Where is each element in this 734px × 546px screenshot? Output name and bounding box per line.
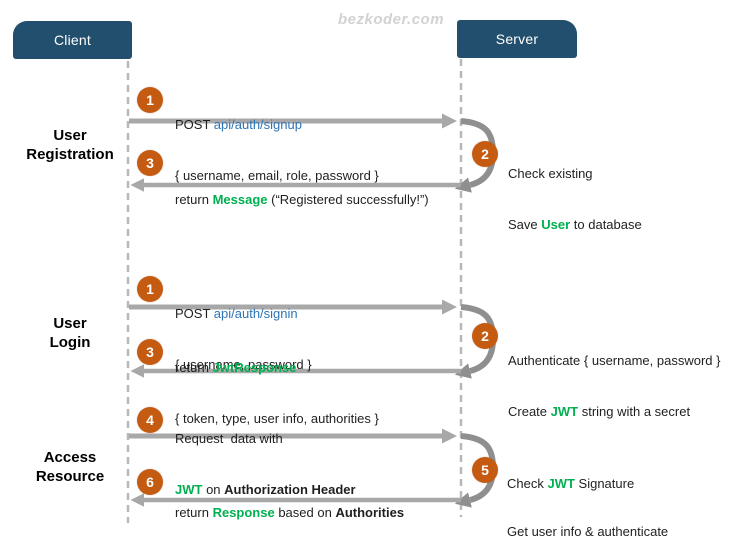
step-circle-registration-1: 1	[137, 87, 163, 113]
server-actor-box: Server	[457, 20, 577, 58]
section-label-user-registration: User Registration	[26, 127, 114, 163]
step-circle-registration-2: 2	[472, 141, 498, 167]
section-label-user-login: User Login	[49, 315, 91, 351]
access-server-action-message: Check JWT Signature Get user info & auth…	[507, 476, 669, 539]
client-actor-box: Client	[13, 21, 132, 59]
client-actor-label: Client	[54, 32, 91, 48]
registration-response-message: return Message (“Registered successfully…	[175, 192, 429, 207]
step-circle-login-3: 3	[137, 339, 163, 365]
registration-server-action-message: Check existing Save User to database	[508, 166, 642, 232]
login-response-message: return JwtResponse { token, type, user i…	[175, 360, 379, 426]
endpoint-signup: api/auth/signup	[213, 117, 302, 132]
access-response-message: return Response based on Authorities	[175, 505, 405, 520]
watermark: bezkoder.com	[338, 11, 445, 28]
step-circle-access-5: 5	[472, 457, 498, 483]
step-circle-access-4: 4	[137, 407, 163, 433]
access-request-message: Request data with JWT on Authorization H…	[175, 431, 356, 497]
step-circle-login-2: 2	[472, 323, 498, 349]
endpoint-signin: api/auth/signin	[213, 306, 298, 321]
step-circle-login-1: 1	[137, 276, 163, 302]
step-circle-registration-3: 3	[137, 150, 163, 176]
step-circle-access-6: 6	[137, 469, 163, 495]
login-request-message: POST api/auth/signin { username, passwor…	[175, 306, 312, 372]
server-actor-label: Server	[495, 31, 539, 47]
login-server-action-message: Authenticate { username, password } Crea…	[508, 353, 721, 419]
section-label-access-resource: Access Resource	[35, 449, 105, 485]
registration-request-message: POST api/auth/signup { username, email, …	[175, 117, 379, 183]
